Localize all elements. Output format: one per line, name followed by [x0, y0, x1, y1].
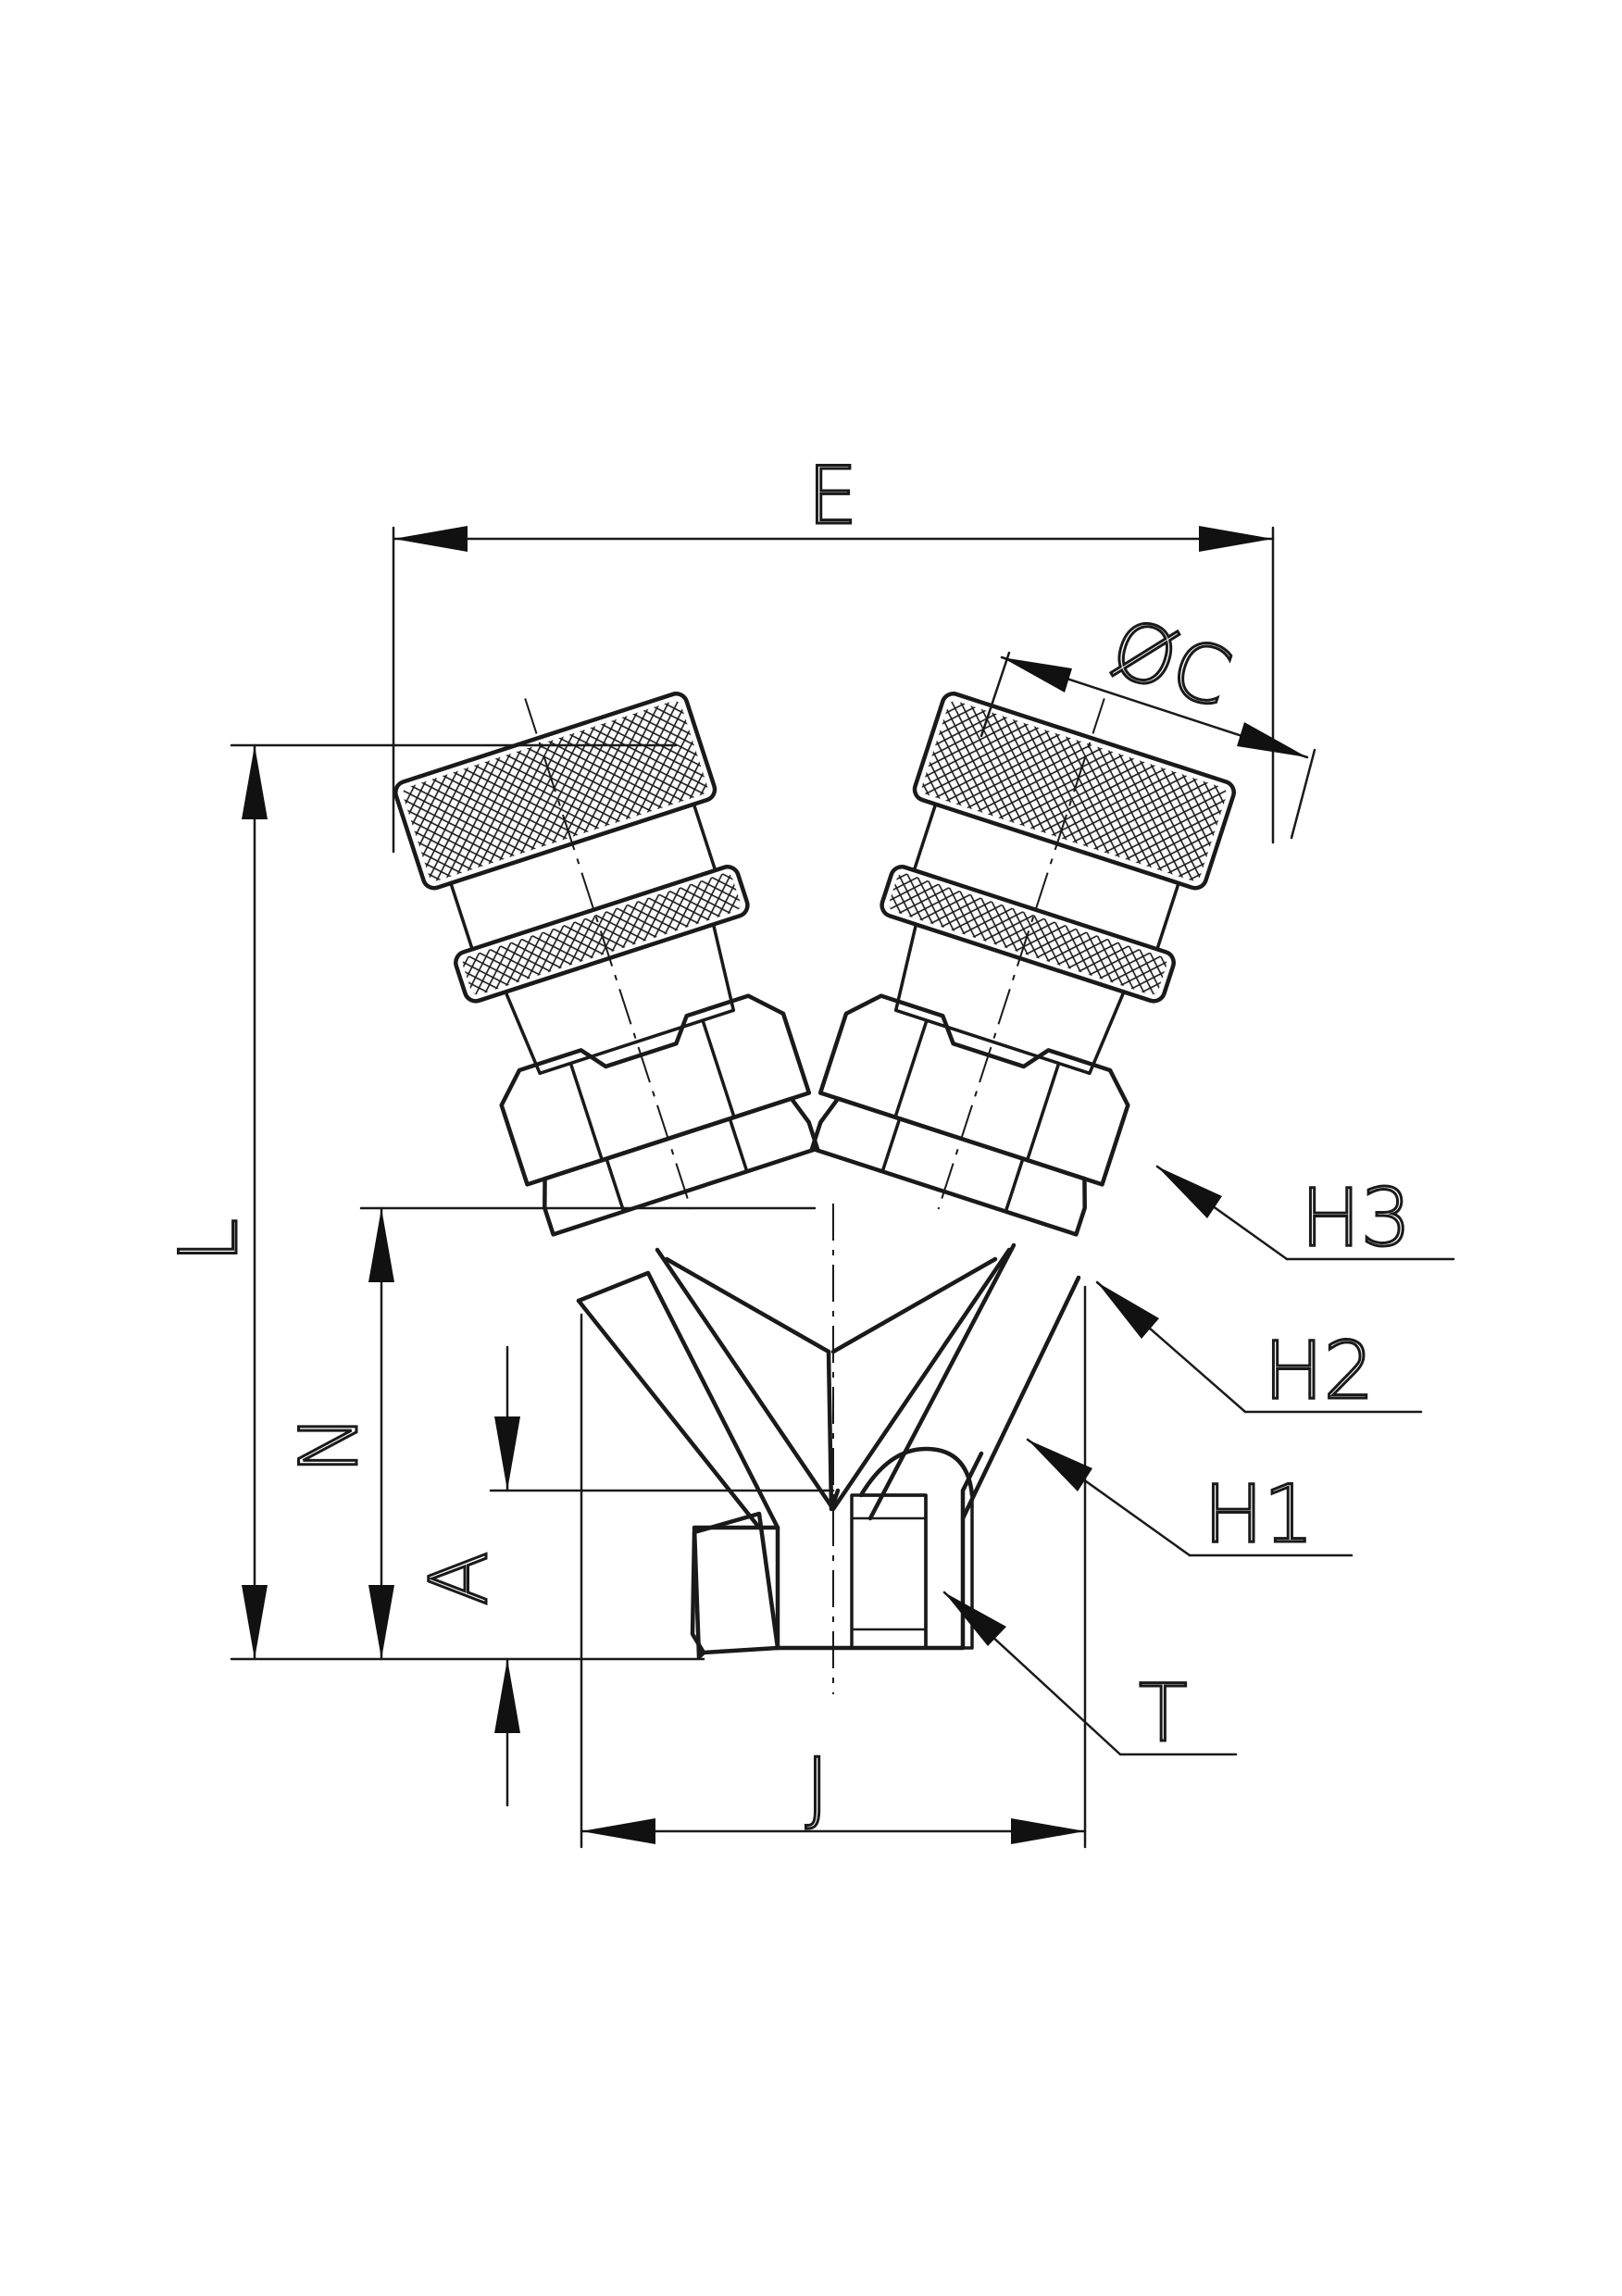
y-body [576, 1204, 1081, 1694]
dimension-lines [230, 526, 1316, 1849]
label-N: N [283, 1415, 376, 1474]
label-T: T [1139, 1667, 1188, 1760]
label-H1: H1 [1204, 1468, 1314, 1561]
label-J: J [805, 1741, 829, 1834]
label-H2: H2 [1264, 1325, 1374, 1417]
label-C: ØC [1101, 602, 1241, 727]
right-coupling [809, 692, 1236, 1237]
left-coupling [393, 692, 820, 1237]
label-A: A [413, 1552, 505, 1606]
label-L: L [163, 1218, 256, 1263]
label-E: E [807, 450, 857, 543]
leader-lines [942, 1165, 1455, 1756]
label-H3: H3 [1301, 1172, 1411, 1265]
